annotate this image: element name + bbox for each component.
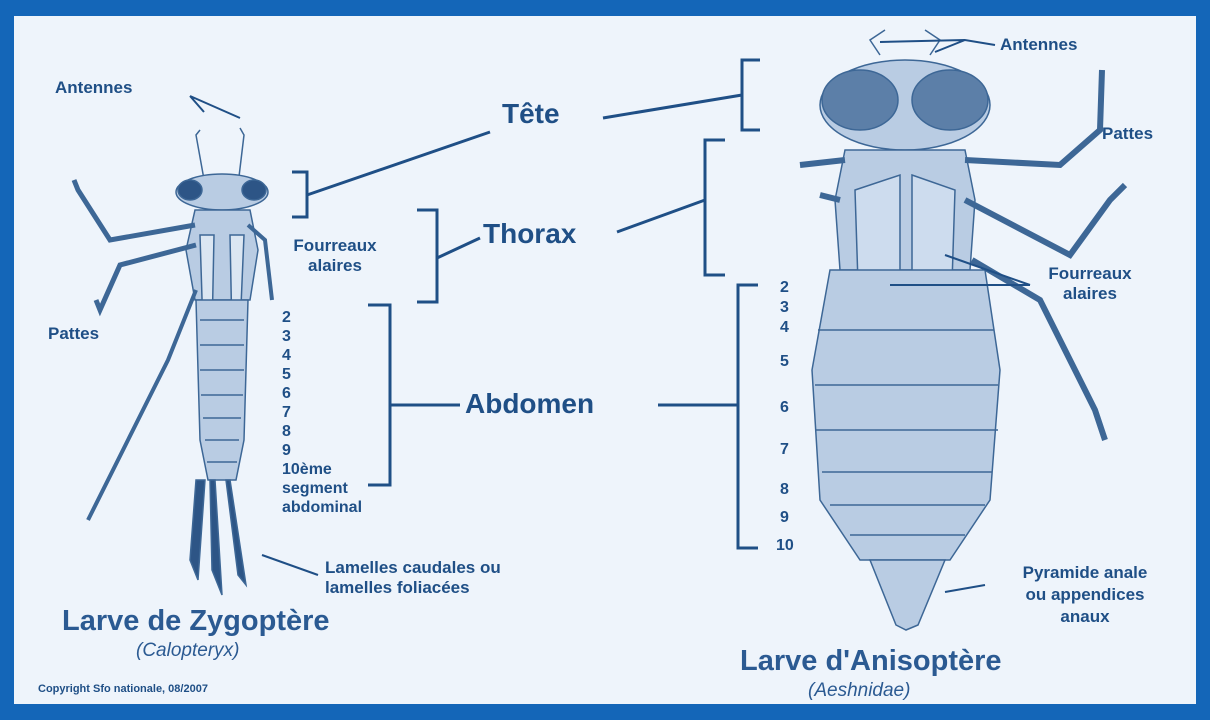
- left-segment-10: 10ème: [282, 460, 362, 479]
- zygoptera-larva: [74, 128, 272, 595]
- left-segment-7: 7: [282, 403, 362, 422]
- right-segment-4: 4: [780, 318, 789, 337]
- thorax-label: Thorax: [483, 218, 576, 250]
- right-segment-8: 8: [780, 480, 789, 499]
- right-segment-3: 3: [780, 298, 789, 317]
- right-fourreaux-label: Fourreaux alaires: [1030, 264, 1150, 304]
- left-fourreaux-line2: alaires: [270, 256, 400, 276]
- left-segment-3: 3: [282, 327, 362, 346]
- left-lamelles-label: Lamelles caudales ou lamelles foliacées: [325, 558, 501, 598]
- right-segment-6: 6: [780, 398, 789, 417]
- right-segment-7: 7: [780, 440, 789, 459]
- left-segment-9: 9: [282, 441, 362, 460]
- left-segment-6: 6: [282, 384, 362, 403]
- right-subtitle: (Aeshnidae): [808, 680, 910, 702]
- right-title: Larve d'Anisoptère: [740, 645, 1002, 678]
- left-title: Larve de Zygoptère: [62, 605, 330, 638]
- left-lamelles-line2: lamelles foliacées: [325, 578, 501, 598]
- tete-label: Tête: [502, 98, 560, 130]
- abdomen-label: Abdomen: [465, 388, 594, 420]
- copyright-text: Copyright Sfo nationale, 08/2007: [38, 683, 208, 695]
- right-segment-10: 10: [776, 536, 794, 555]
- anisoptera-larva: [800, 30, 1125, 630]
- left-segment-list: 2 3 4 5 6 7 8 9 10ème segment abdominal: [282, 308, 362, 517]
- left-lamelles-line1: Lamelles caudales ou: [325, 558, 501, 578]
- left-antennes-label: Antennes: [55, 78, 132, 98]
- right-antennes-label: Antennes: [1000, 35, 1077, 55]
- left-pattes-label: Pattes: [48, 324, 99, 344]
- right-pyramide-label: Pyramide anale ou appendices anaux: [985, 562, 1185, 628]
- left-fourreaux-label: Fourreaux alaires: [270, 236, 400, 276]
- left-fourreaux-line1: Fourreaux: [270, 236, 400, 256]
- right-fourreaux-line2: alaires: [1030, 284, 1150, 304]
- right-pattes-label: Pattes: [1102, 124, 1153, 144]
- left-segment-8: 8: [282, 422, 362, 441]
- right-segment-9: 9: [780, 508, 789, 527]
- right-pyramide-line3: anaux: [985, 606, 1185, 628]
- left-segment-5: 5: [282, 365, 362, 384]
- left-segment-2: 2: [282, 308, 362, 327]
- right-pyramide-line1: Pyramide anale: [985, 562, 1185, 584]
- left-subtitle: (Calopteryx): [136, 640, 239, 662]
- right-fourreaux-line1: Fourreaux: [1030, 264, 1150, 284]
- left-segment-word: segment: [282, 479, 362, 498]
- right-segment-2: 2: [780, 278, 789, 297]
- right-pyramide-line2: ou appendices: [985, 584, 1185, 606]
- right-segment-5: 5: [780, 352, 789, 371]
- left-segment-4: 4: [282, 346, 362, 365]
- left-segment-abdominal: abdominal: [282, 498, 362, 517]
